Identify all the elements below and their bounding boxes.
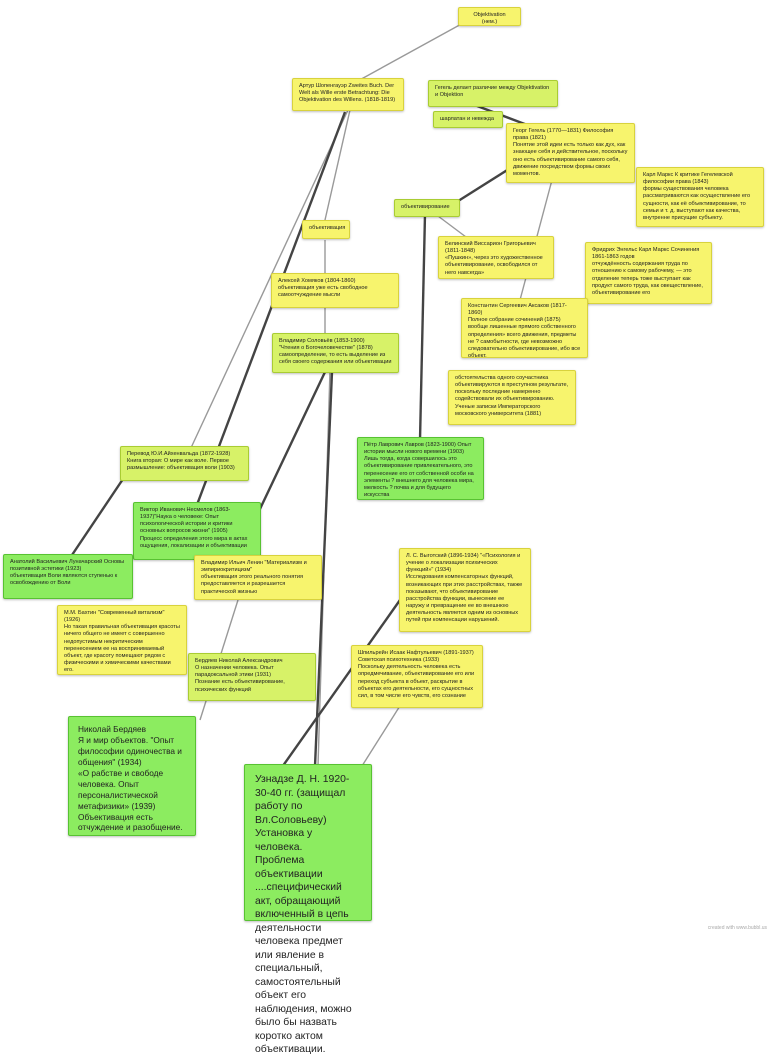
link-solovyov-neskemov bbox=[248, 371, 327, 531]
node-aikhenvald[interactable]: Перевод Ю.И.Айхенвальда (1872-1928) Книг… bbox=[120, 446, 249, 481]
node-neskemov[interactable]: Виктор Иванович Несмелов (1863-1937)"Нау… bbox=[133, 502, 261, 560]
link-aikhenvald-lunacharsky bbox=[69, 475, 126, 559]
node-uznadze[interactable]: Узнадзе Д. Н. 1920-30-40 гг. (защищал ра… bbox=[244, 764, 372, 1055]
node-obektivatsiya[interactable]: объективация bbox=[302, 220, 350, 239]
node-berdyaev-big[interactable]: Николай Бердяев Я и мир объектов. "Опыт … bbox=[68, 716, 196, 836]
node-schopenhauer[interactable]: Артур Шопенгауэр Zweites Buch. Der Welt … bbox=[292, 78, 404, 111]
node-hegel-diff[interactable]: Гегель делает различие между Objektivati… bbox=[428, 80, 558, 107]
node-hegel[interactable]: Георг Гегель (1770—1831) Философия права… bbox=[506, 123, 635, 183]
link-objektivirovanie-lavrov bbox=[418, 213, 427, 441]
link-schopenhauer-aikhenvald bbox=[189, 109, 349, 451]
node-objektivation[interactable]: Objektivation (нем.) bbox=[458, 7, 521, 26]
link-objektivation-schopenhauer bbox=[344, 21, 466, 89]
link-schopenhauer-obektivatsiya bbox=[324, 109, 351, 221]
link-vygotsky-uznadze bbox=[279, 599, 401, 771]
node-khomyakov[interactable]: Алексей Хомяков (1804-1860) объективация… bbox=[271, 273, 399, 308]
node-sharlatan[interactable]: шарлатан и невежда bbox=[433, 111, 503, 128]
watermark-footer: created with www.bubbl.us bbox=[707, 925, 767, 931]
link-schopenhauer-neskemov bbox=[193, 111, 347, 511]
node-marx[interactable]: Карл Маркс К критике Гегелевской философ… bbox=[636, 167, 764, 227]
node-solovyov[interactable]: Владимир Соловьёв (1853-1900) "Чтения о … bbox=[272, 333, 399, 373]
link-solovyov-uznadze bbox=[313, 371, 334, 767]
node-vygotsky[interactable]: Л. С. Выготский (1896-1934) "«Психология… bbox=[399, 548, 531, 632]
node-berdyaev-small[interactable]: Бердяев Николай Александрович О назначен… bbox=[188, 653, 316, 701]
node-lunacharsky[interactable]: Анатолий Васильевич Луначарский Основы п… bbox=[3, 554, 133, 599]
node-belinsky[interactable]: Белинский Виссарион Григорьевич (1811-18… bbox=[438, 236, 554, 279]
node-lenin[interactable]: Владимир Ильич Ленин "Материализм и эмпи… bbox=[194, 555, 322, 600]
node-lavrov[interactable]: Пётр Лаврович Лавров (1823-1900) Опыт ис… bbox=[357, 437, 484, 500]
node-shpilrein[interactable]: Шпильрейн Исаак Нафтульевич (1891-1937) … bbox=[351, 645, 483, 708]
node-engels[interactable]: Фридрих Энгельс Карл Маркс Сочинения 186… bbox=[585, 242, 712, 304]
node-aksakov[interactable]: Константин Сергеевич Аксаков (1817-1860)… bbox=[461, 298, 588, 359]
node-zapiski[interactable]: обстоятельства одного соучастника объект… bbox=[448, 370, 576, 425]
node-bakhtin[interactable]: М.М. Бахтин "Современный витализм" (1926… bbox=[57, 605, 187, 675]
node-objektivirovanie[interactable]: объективирование bbox=[394, 199, 460, 217]
